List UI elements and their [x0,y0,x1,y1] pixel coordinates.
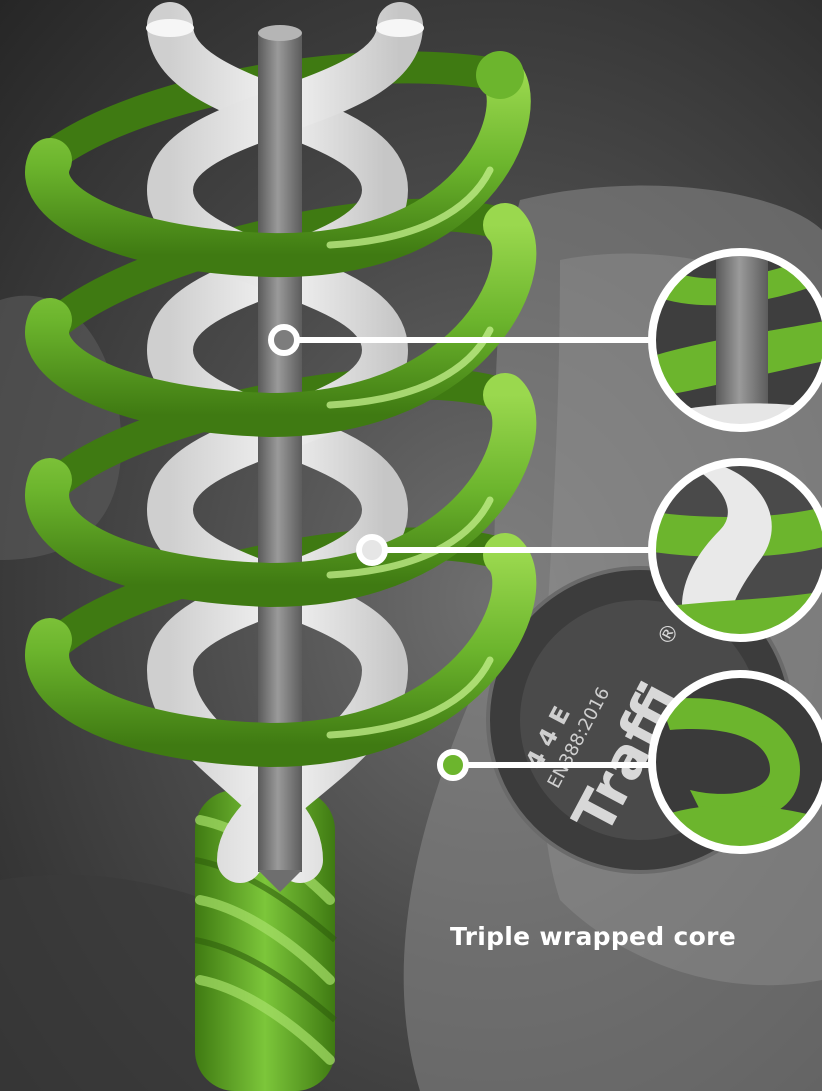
callout-circle-green [650,672,822,852]
caption-triple-wrapped-core: Triple wrapped core [450,922,736,951]
callout-marker-green [440,752,466,778]
white-strand-end-left [146,19,194,37]
callout-marker-core [271,327,297,353]
white-strand-end-right [376,19,424,37]
green-helix-end [476,51,524,99]
callout-marker-white [359,537,385,563]
